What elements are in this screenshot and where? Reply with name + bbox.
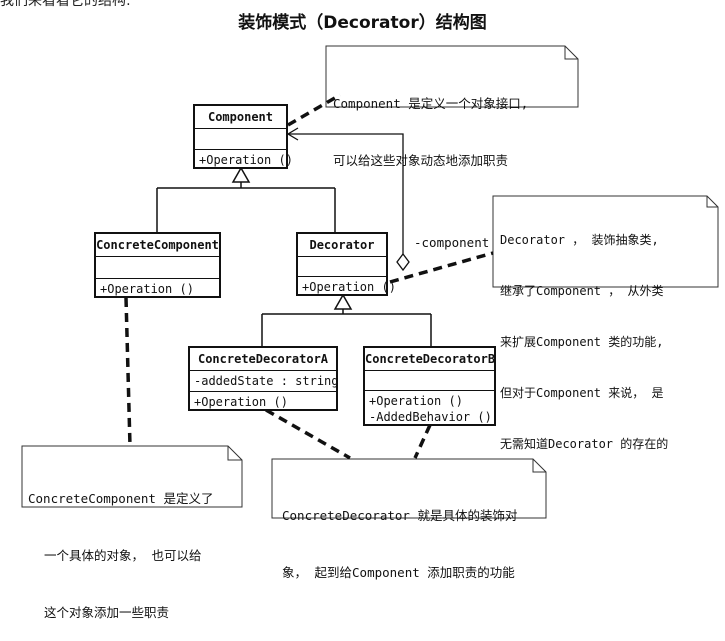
aggregation-line: [288, 133, 404, 262]
class-concrete-decorator-a: ConcreteDecoratorA -addedState : string …: [188, 346, 339, 412]
component-note: Component 是定义一个对象接口, 可以给这些对象动态地添加职责: [333, 56, 528, 189]
note-line: 继承了Component ， 从外类: [500, 284, 664, 298]
note-line: ConcreteComponent 是定义了: [28, 491, 214, 506]
operation: +Operation (): [199, 153, 293, 167]
attributes-section: [96, 257, 219, 279]
operations-section: +Operation (): [298, 277, 396, 297]
note-line: 一个具体的对象， 也可以给: [44, 548, 202, 563]
component-inheritance-triangle: [231, 166, 251, 183]
aggregation-diamond: [396, 252, 410, 272]
concrete-decorator-b-note-anchor: [413, 424, 432, 459]
class-component: Component +Operation (): [193, 104, 293, 170]
aggregation-arrowhead: [286, 127, 299, 141]
concrete-component-note: ConcreteComponent 是定义了 一个具体的对象， 也可以给 这个对…: [28, 451, 213, 641]
concrete-component-note-shape: [21, 445, 243, 508]
operations-section: +Operation () -AddedBehavior (): [365, 391, 494, 427]
operations-section: +Operation (): [195, 150, 293, 170]
operation: +Operation (): [194, 395, 288, 409]
note-line: 无需知道Decorator 的存在的: [500, 437, 669, 451]
attributes-section: [298, 257, 386, 277]
class-name: Decorator: [298, 234, 386, 257]
note-line: 来扩展Component 类的功能,: [500, 335, 664, 349]
class-name: ConcreteDecoratorA: [190, 348, 336, 371]
attribute: -addedState : string: [194, 374, 339, 388]
decorator-inheritance-triangle: [333, 293, 353, 310]
note-line: 这个对象添加一些职责: [44, 605, 170, 620]
concrete-component-note-anchor: [124, 297, 132, 447]
component-note-shape: [325, 45, 579, 108]
note-line: 象， 起到给Component 添加职责的功能: [282, 565, 515, 580]
operation: -AddedBehavior (): [369, 410, 492, 424]
diagram-connectors: [21, 45, 719, 519]
note-line: 但对于Component 来说， 是: [500, 386, 664, 400]
component-note-anchor: [287, 93, 341, 127]
operations-section: +Operation (): [96, 279, 219, 299]
class-name: Component: [195, 106, 286, 129]
attributes-section: [365, 371, 494, 391]
note-line: Component 是定义一个对象接口,: [333, 96, 529, 111]
association-label: -component: [414, 235, 490, 250]
note-line: ConcreteDecorator 就是具体的装饰对: [282, 508, 518, 523]
operation: +Operation (): [302, 280, 396, 294]
operations-section: +Operation (): [190, 392, 336, 412]
note-line: 可以给这些对象动态地添加职责: [333, 153, 509, 168]
operation: +Operation (): [100, 282, 194, 296]
decorator-note-shape: [492, 195, 719, 288]
attributes-section: [195, 129, 286, 150]
class-concrete-decorator-b: ConcreteDecoratorB +Operation () -AddedB…: [363, 346, 496, 426]
concrete-decorator-note-shape: [271, 458, 547, 519]
class-concrete-component: ConcreteComponent +Operation (): [94, 232, 221, 298]
concrete-decorator-a-note-anchor: [265, 408, 351, 460]
concrete-decorator-note: ConcreteDecorator 就是具体的装饰对 象， 起到给Compone…: [282, 468, 517, 601]
diagram-title: 装饰模式（Decorator）结构图: [238, 13, 487, 33]
class-name: ConcreteComponent: [96, 234, 219, 257]
attributes-section: -addedState : string: [190, 371, 339, 392]
page-fragment-text: 我们来看看它的结构:: [0, 0, 131, 9]
class-decorator: Decorator +Operation (): [296, 232, 396, 297]
decorator-note-anchor: [389, 251, 494, 284]
operation: +Operation (): [369, 394, 463, 408]
class-name: ConcreteDecoratorB: [365, 348, 495, 371]
decorator-note: Decorator ， 装饰抽象类, 继承了Component ， 从外类 来扩…: [500, 198, 668, 470]
note-line: Decorator ， 装饰抽象类,: [500, 233, 659, 247]
